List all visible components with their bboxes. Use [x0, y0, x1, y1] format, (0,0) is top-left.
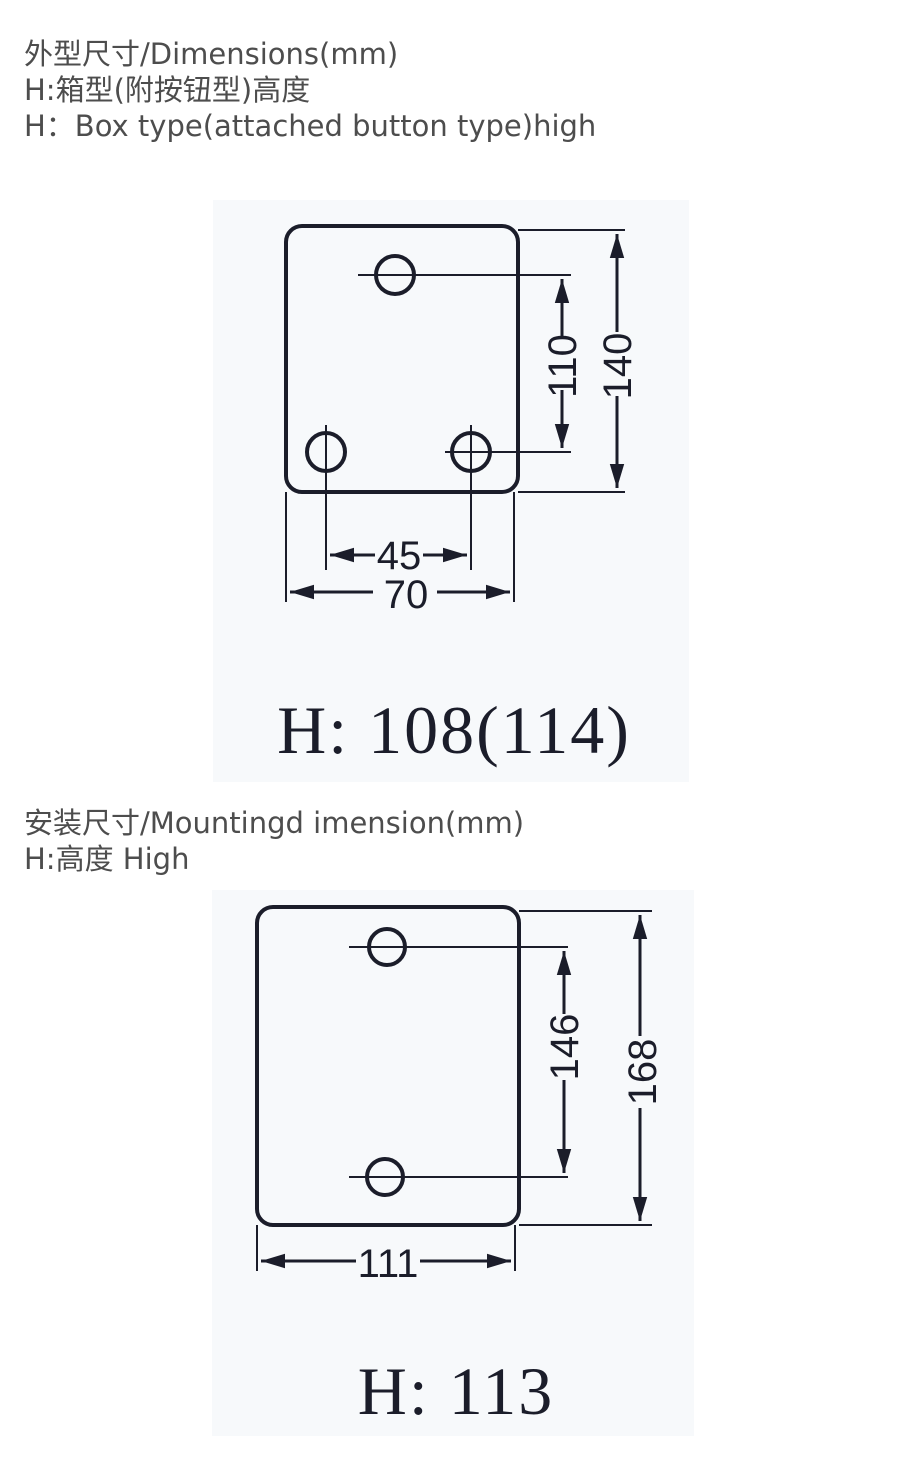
mounting-dimensions-drawing: 146 168 111 H: 113 [212, 890, 694, 1436]
outer-dimensions-height-note-cn: H:箱型(附按钮型)高度 [24, 73, 311, 107]
outer-dimensions-svg: 110 140 45 70 H: 108(114) [277, 224, 640, 768]
dimension-label-168: 168 [621, 1039, 665, 1106]
dimension-label-45: 45 [377, 534, 422, 578]
outer-dimensions-drawing: 110 140 45 70 H: 108(114) [213, 200, 689, 782]
mounting-hole-bottom [349, 1157, 568, 1197]
mounting-height-label: H: 113 [358, 1353, 554, 1429]
mounting-hole-top [358, 254, 571, 296]
dimension-overall-height: 168 [621, 915, 665, 1221]
dimension-hole-vertical-spacing: 146 [543, 951, 587, 1173]
dimension-hole-vertical-spacing: 110 [541, 279, 585, 448]
mounting-dimensions-header: 安装尺寸/Mountingd imension(mm) H:高度 High [24, 805, 524, 877]
outer-height-label: H: 108(114) [277, 692, 631, 768]
mounting-hole-bottom-left [305, 425, 347, 570]
dimension-overall-height: 140 [596, 234, 640, 488]
dimension-label-111: 111 [358, 1242, 419, 1286]
mounting-dimensions-svg: 146 168 111 H: 113 [255, 905, 665, 1429]
mounting-dimensions-title: 安装尺寸/Mountingd imension(mm) [24, 806, 525, 840]
dimension-overall-width: 111 [261, 1242, 511, 1286]
mounting-dimensions-height-note: H:高度 High [24, 842, 190, 876]
dimension-label-146: 146 [543, 1014, 587, 1081]
outer-dimensions-height-note-en: H：Box type(attached button type)high [24, 109, 597, 143]
dimension-label-140: 140 [596, 333, 640, 400]
box-outline [284, 224, 520, 494]
mounting-hole-bottom-right [445, 425, 571, 570]
dimension-hole-horizontal-spacing: 45 [330, 534, 467, 578]
dimension-label-110: 110 [541, 334, 585, 398]
dimension-overall-width: 70 [290, 573, 510, 617]
outer-dimensions-header: 外型尺寸/Dimensions(mm) H:箱型(附按钮型)高度 H：Box t… [24, 36, 596, 144]
dimension-label-70: 70 [384, 573, 429, 617]
outer-dimensions-title: 外型尺寸/Dimensions(mm) [24, 37, 399, 71]
mounting-box-outline [255, 905, 521, 1227]
mounting-hole-top [349, 927, 568, 967]
